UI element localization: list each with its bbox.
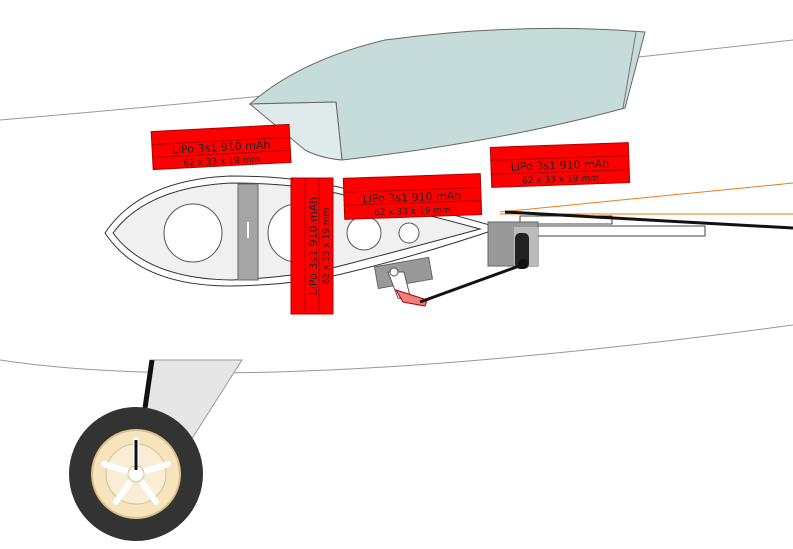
battery-4-label: LiPo 3s1 910 mAh (511, 157, 610, 173)
battery-3-label: LiPo 3s1 910 mAh (363, 189, 462, 205)
tank-hole-3 (346, 215, 382, 251)
throttle-servo (373, 256, 434, 307)
battery-3-size: 62 x 33 x 19 mm (374, 206, 451, 219)
antenna-line-1 (499, 182, 793, 213)
battery-1-label: LiPo 3s1 910 mAh (172, 138, 271, 156)
battery-1-size: 62 x 33 x 19 mm (183, 155, 260, 169)
canopy-frame-line (622, 31, 637, 109)
battery-2-size: 62 x 33 x 19 mm (322, 208, 332, 285)
elevator-pushrod (504, 210, 793, 230)
battery-1: LiPo 3s1 910 mAh 62 x 33 x 19 mm (150, 123, 292, 171)
tank-hole-4 (398, 222, 420, 244)
fuselage-bottom-line (0, 324, 793, 374)
canopy-side-panel (248, 101, 343, 161)
tank-hole-1 (163, 203, 223, 263)
landing-gear (69, 359, 243, 541)
battery-3: LiPo 3s1 910 mAh 62 x 33 x 19 mm (342, 173, 483, 220)
battery-4: LiPo 3s1 910 mAh 62 x 33 x 19 mm (489, 142, 631, 188)
landing-gear-wheel-icon (69, 407, 203, 541)
servo-icon (487, 221, 539, 269)
canopy (248, 27, 646, 161)
throttle-pushrod (419, 263, 523, 304)
battery-2-label: LiPo 3s1 910 mAh (307, 197, 320, 296)
battery-2: LiPo 3s1 910 mAh 62 x 33 x 19 mm (290, 177, 334, 315)
battery-4-size: 62 x 33 x 19 mm (522, 174, 599, 187)
